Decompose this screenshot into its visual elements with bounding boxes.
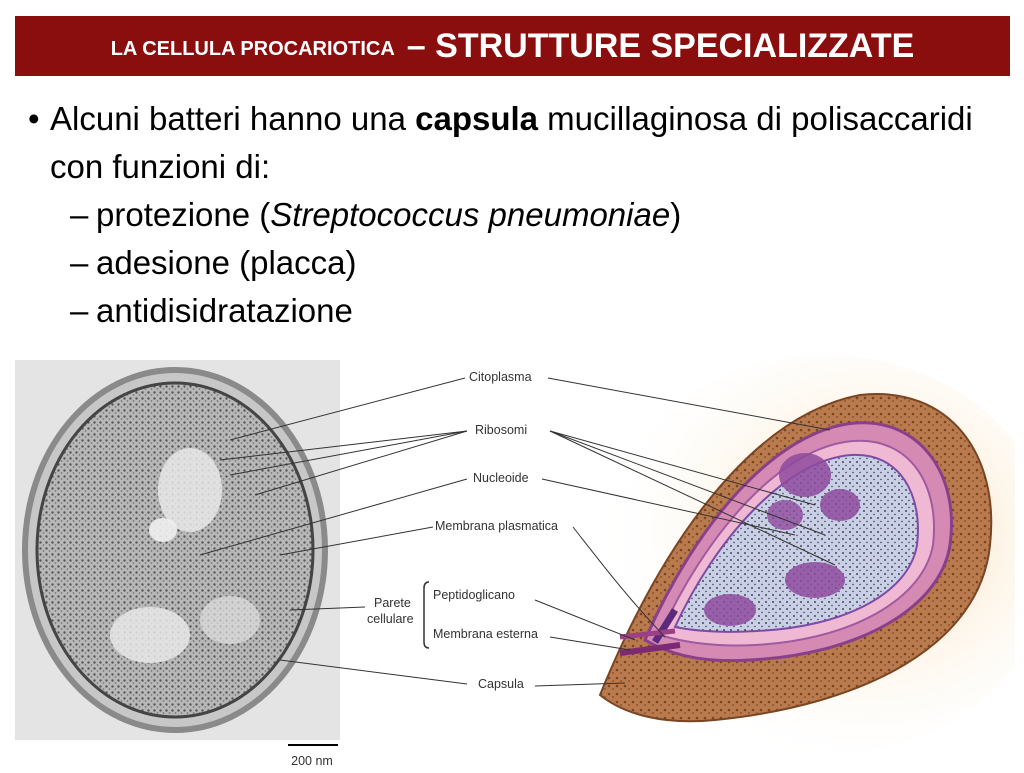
scale-bar: 200 nm bbox=[288, 744, 338, 768]
cell-illustration bbox=[595, 355, 1024, 755]
label-membrana-plasmatica: Membrana plasmatica bbox=[435, 519, 558, 533]
prokaryotic-cell-figure: 200 nm bbox=[15, 355, 1024, 768]
sub-bullet-text-after: ) bbox=[670, 196, 682, 233]
sub-bullet-italic: Streptococcus pneumoniae bbox=[270, 196, 671, 233]
bullet-dot-icon: • bbox=[28, 100, 40, 137]
micrograph-image bbox=[15, 360, 340, 740]
label-nucleoide: Nucleoide bbox=[473, 471, 529, 485]
label-citoplasma: Citoplasma bbox=[469, 370, 532, 384]
bullet-bold-term: capsula bbox=[415, 100, 539, 137]
sub-bullet-item: – antidisidratazione bbox=[28, 287, 988, 335]
sub-bullet-dash-icon: – bbox=[70, 196, 89, 233]
label-membrana-esterna: Membrana esterna bbox=[433, 627, 538, 641]
figure-svg: 200 nm bbox=[15, 355, 1024, 768]
label-peptidoglicano: Peptidoglicano bbox=[433, 588, 516, 602]
label-cellulare: cellulare bbox=[367, 612, 414, 626]
leader-lines bbox=[199, 377, 836, 687]
bullet-text-after: mucillaginosa di polisaccaridi con funzi… bbox=[50, 100, 973, 185]
slide-title-small: LA CELLULA PROCARIOTICA bbox=[110, 37, 395, 60]
slide-title-big: – STRUTTURE SPECIALIZZATE bbox=[406, 26, 915, 65]
sub-bullet-text: antidisidratazione bbox=[96, 292, 353, 329]
bullet-item: • Alcuni batteri hanno una capsula mucil… bbox=[28, 95, 988, 191]
label-parete: Parete bbox=[374, 596, 411, 610]
bullet-text-before: Alcuni batteri hanno una bbox=[50, 100, 416, 137]
sub-bullet-item: – adesione (placca) bbox=[28, 239, 988, 287]
sub-bullet-item: – protezione (Streptococcus pneumoniae) bbox=[28, 191, 988, 239]
bullet-list: • Alcuni batteri hanno una capsula mucil… bbox=[28, 95, 988, 335]
slide-title-bar: LA CELLULA PROCARIOTICA – STRUTTURE SPEC… bbox=[15, 16, 1010, 76]
sub-bullet-text: adesione (placca) bbox=[96, 244, 357, 281]
scale-bar-label: 200 nm bbox=[291, 754, 333, 768]
sub-bullet-dash-icon: – bbox=[70, 292, 89, 329]
label-capsula: Capsula bbox=[478, 677, 524, 691]
sub-bullet-text: protezione ( bbox=[96, 196, 271, 233]
sub-bullet-dash-icon: – bbox=[70, 244, 89, 281]
label-ribosomi: Ribosomi bbox=[475, 423, 528, 437]
